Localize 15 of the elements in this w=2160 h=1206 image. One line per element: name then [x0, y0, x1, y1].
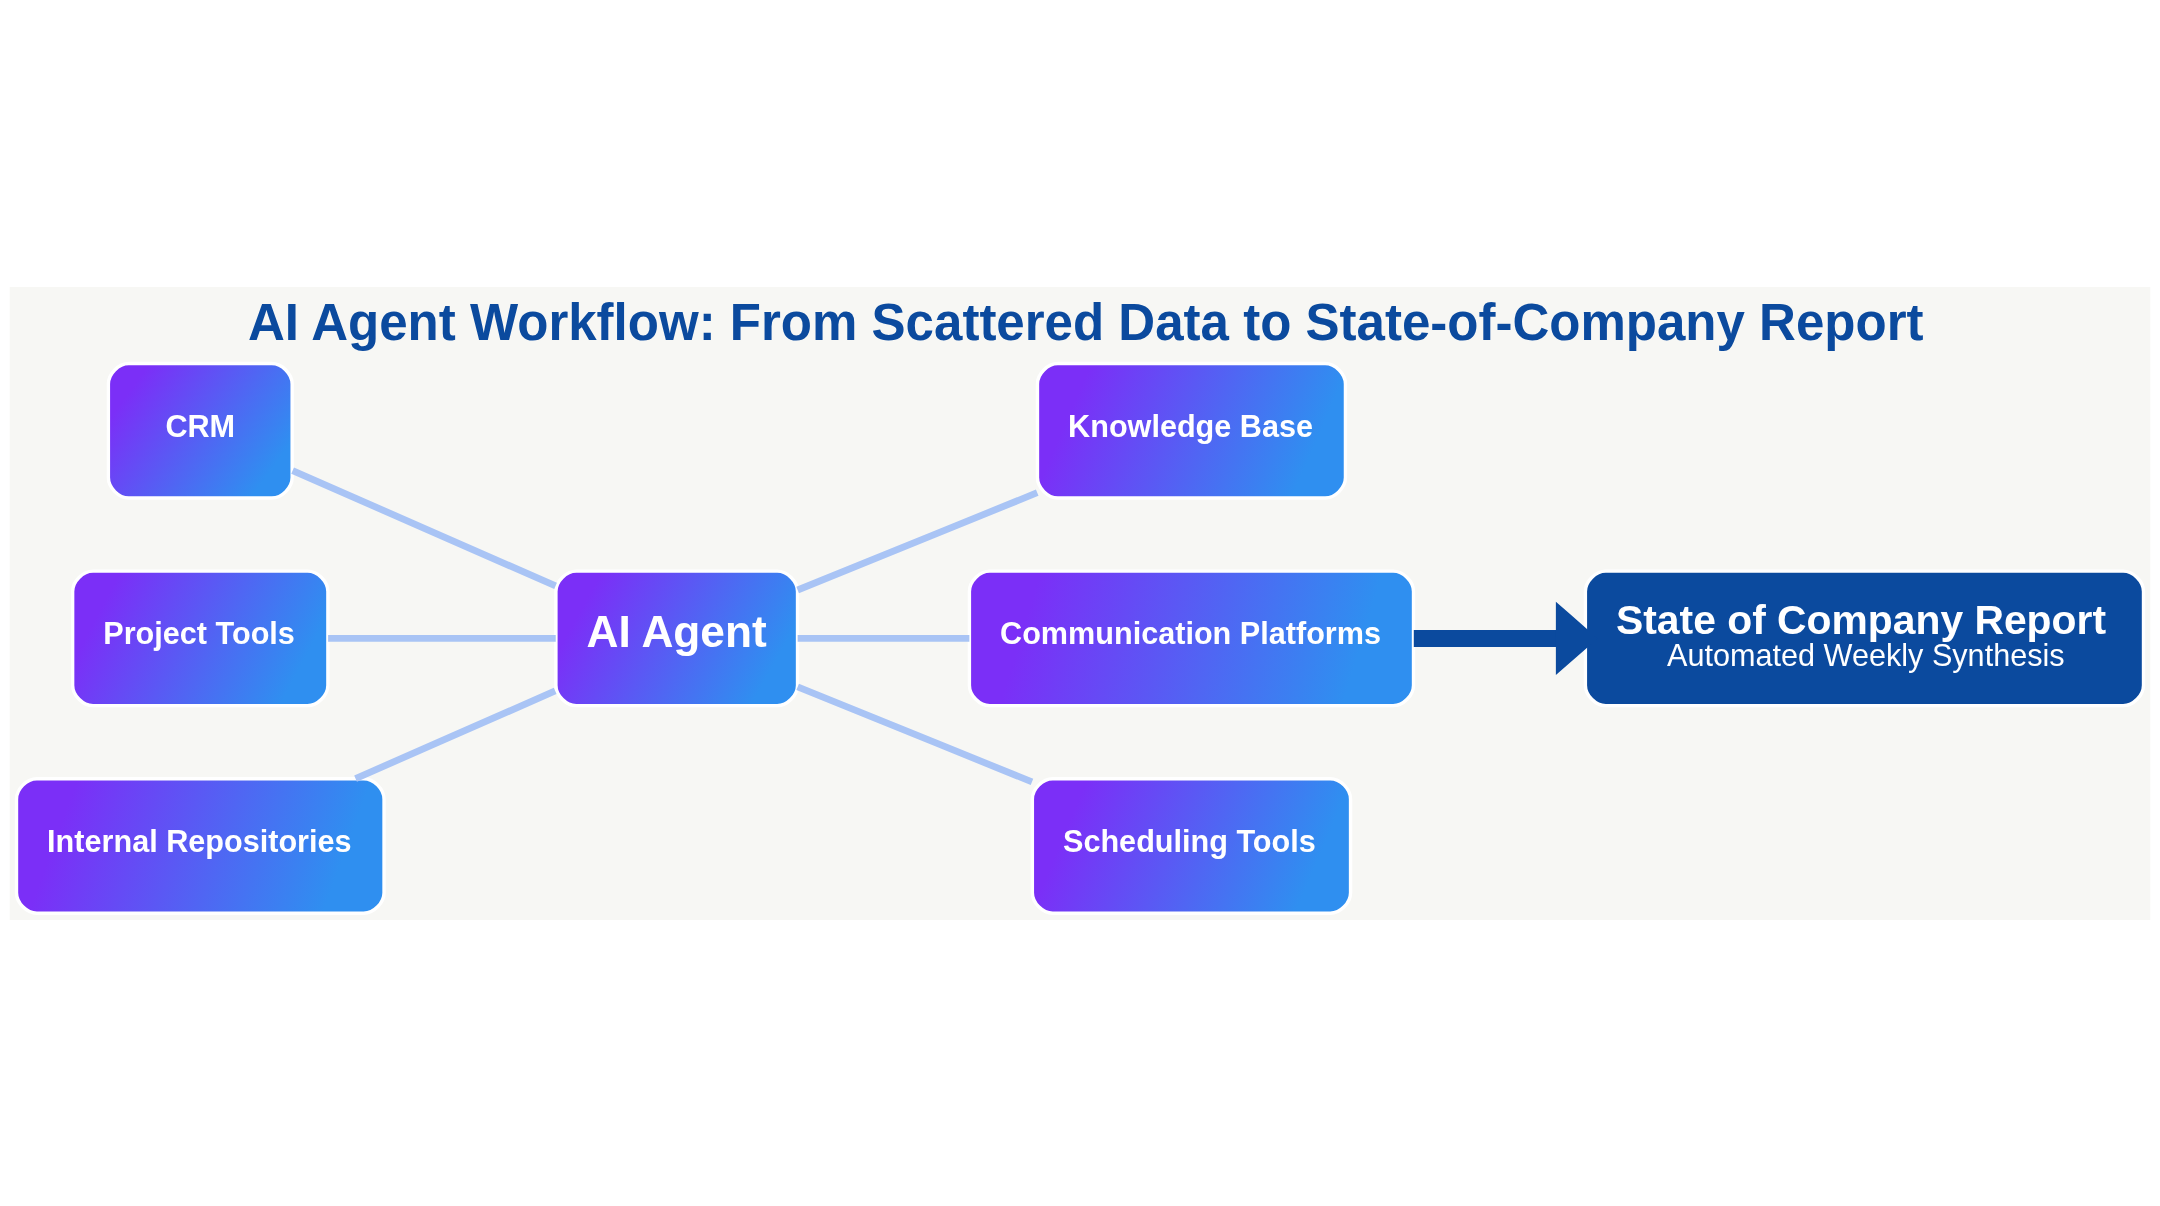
node-box: Communication Platforms: [967, 568, 1416, 707]
connector: [291, 466, 557, 589]
connector: [797, 634, 970, 642]
node-box: Internal Repositories: [14, 776, 386, 915]
node-box: AI Agent: [554, 568, 800, 707]
connector: [328, 634, 556, 642]
node-box: State of Company Report Automated Weekly Synthesis: [1583, 568, 2146, 707]
connector: [354, 687, 557, 782]
connector: [796, 489, 1039, 593]
node-box: Project Tools: [70, 568, 330, 707]
node-box: CRM: [106, 361, 294, 500]
node-box: Knowledge Base: [1035, 361, 1348, 500]
connector: [796, 683, 1034, 785]
diagram-title: AI Agent Workflow: From Scattered Data to State-of-Company Report: [247, 293, 1924, 351]
node-box: Scheduling Tools: [1030, 776, 1353, 915]
